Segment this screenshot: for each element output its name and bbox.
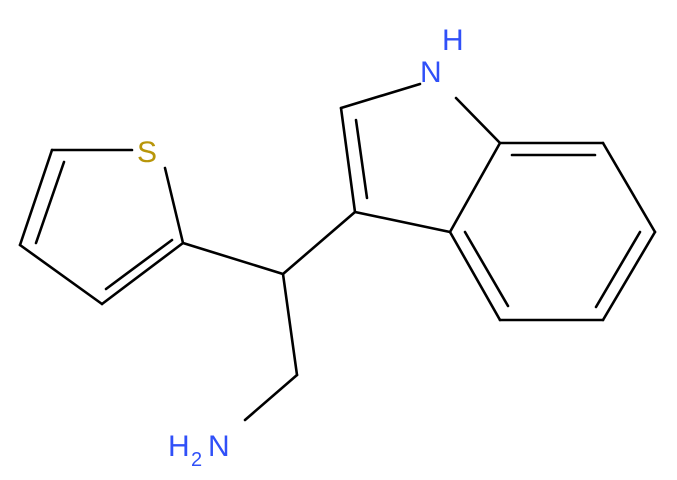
bond-c5t-c4t-inner bbox=[34, 160, 66, 245]
pyrrole-ring bbox=[339, 82, 502, 234]
nitrogen-n1-label: N bbox=[420, 56, 442, 89]
atom-label-nh: N H bbox=[420, 24, 464, 89]
bond-c7a-n1 bbox=[454, 96, 502, 145]
bond-c4-c3a-inner bbox=[463, 230, 510, 308]
bond-c7-c6 bbox=[601, 141, 657, 234]
hydrogen-n1-label: H bbox=[442, 24, 464, 57]
amine-n-label: N bbox=[208, 430, 230, 463]
bond-ch2-nh2 bbox=[243, 373, 299, 422]
bond-c3t-c2t-inner bbox=[104, 238, 174, 291]
bond-c5t-c4t bbox=[18, 148, 54, 247]
bond-c4t-c3t bbox=[18, 243, 104, 306]
bond-c2t-s bbox=[163, 166, 185, 245]
amine-h-label: H bbox=[168, 430, 190, 463]
sulfur-label: S bbox=[137, 136, 157, 169]
bond-c2-c3-inner bbox=[354, 118, 369, 200]
bond-c4-c3a bbox=[448, 230, 502, 322]
thiophene-ring bbox=[18, 148, 185, 306]
side-chain bbox=[181, 210, 357, 422]
bond-ch-ch2 bbox=[281, 272, 299, 377]
bond-c3-ch bbox=[281, 210, 357, 276]
bond-c6-c5-inner bbox=[594, 230, 642, 309]
bond-ch-thiophene bbox=[181, 241, 285, 276]
bond-n1-c2 bbox=[339, 82, 422, 110]
bond-c6-c5 bbox=[601, 230, 657, 322]
bond-c3-c3a bbox=[353, 210, 452, 234]
bond-c2-c3 bbox=[339, 106, 357, 214]
amine-subscript-label: 2 bbox=[191, 449, 202, 471]
bond-c3t-c2t bbox=[100, 241, 185, 306]
atom-label-nh2: H 2 N bbox=[168, 430, 230, 471]
bond-c3a-c7a bbox=[448, 141, 502, 234]
benzene-ring bbox=[448, 141, 657, 322]
